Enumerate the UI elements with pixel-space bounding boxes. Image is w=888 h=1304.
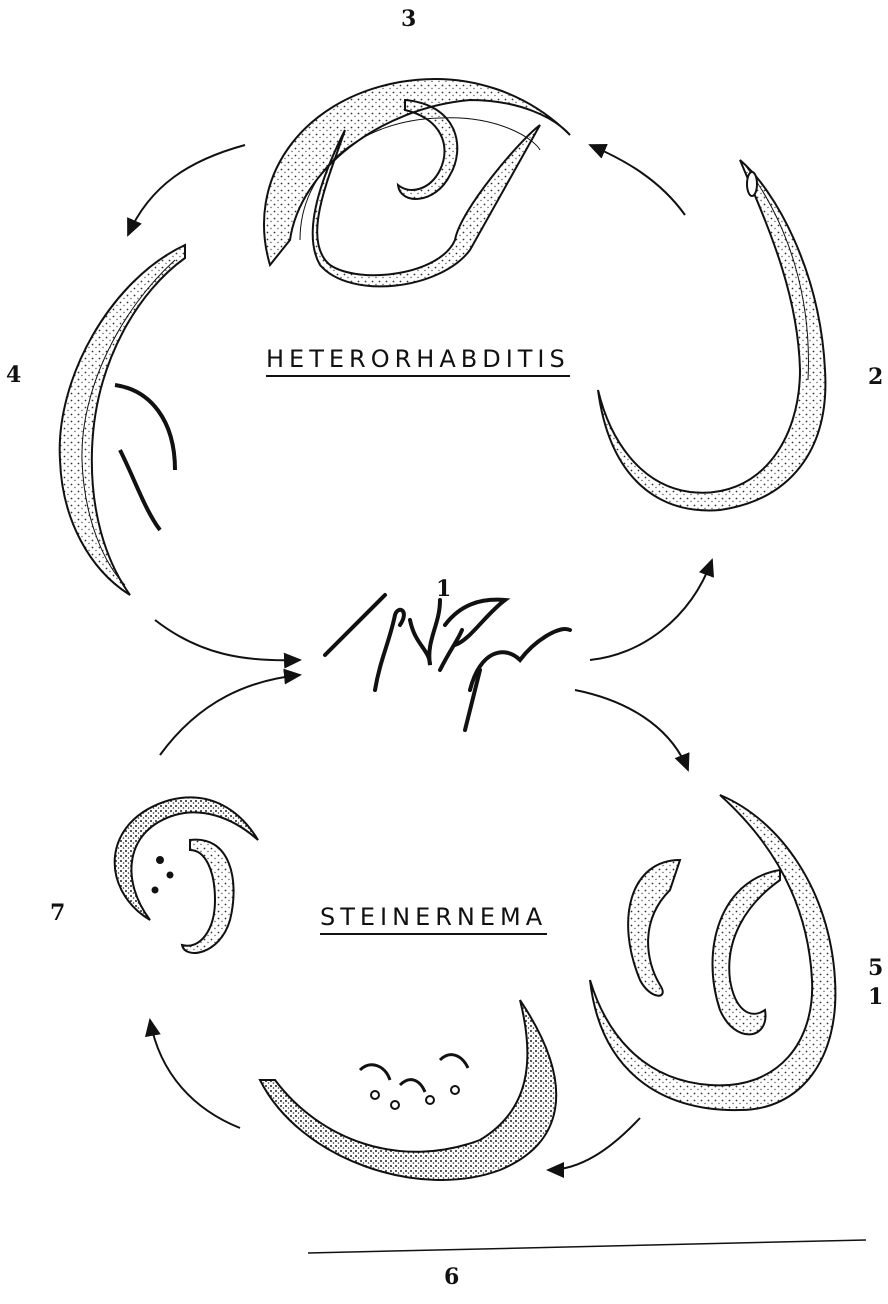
steinernema-label: STEINERNEMA bbox=[320, 905, 547, 935]
cycle-arrows bbox=[128, 145, 712, 1170]
stage-5-illustration bbox=[590, 795, 835, 1110]
stage-number-1: 1 bbox=[436, 578, 451, 600]
arrow-6-to-7 bbox=[150, 1020, 240, 1128]
heterorhabditis-label: HETERORHABDITIS bbox=[266, 347, 570, 377]
arrow-1-to-2 bbox=[590, 560, 712, 660]
arrow-2-to-3 bbox=[590, 145, 685, 215]
arrow-1-to-5 bbox=[575, 690, 688, 770]
stage-1-illustration bbox=[325, 595, 570, 730]
stage-number-5: 5 bbox=[868, 957, 883, 979]
stage-2-illustration bbox=[598, 160, 825, 510]
stage-3-illustration bbox=[264, 79, 570, 286]
stage-number-1-lower: 1 bbox=[868, 986, 883, 1008]
stage-6-illustration bbox=[260, 1000, 556, 1180]
bottom-rule bbox=[308, 1240, 866, 1253]
arrow-7-to-1 bbox=[160, 675, 300, 755]
arrow-4-to-1 bbox=[155, 620, 300, 660]
stage-number-7: 7 bbox=[50, 902, 65, 924]
arrow-5-to-6 bbox=[548, 1118, 640, 1170]
stage-number-2: 2 bbox=[868, 366, 883, 388]
stage-4-illustration bbox=[60, 245, 185, 595]
stage-number-4: 4 bbox=[6, 364, 21, 386]
arrow-3-to-4 bbox=[128, 145, 245, 235]
stage-number-3: 3 bbox=[401, 8, 416, 30]
stage-7-illustration bbox=[115, 797, 258, 953]
stage-number-6: 6 bbox=[444, 1266, 459, 1288]
